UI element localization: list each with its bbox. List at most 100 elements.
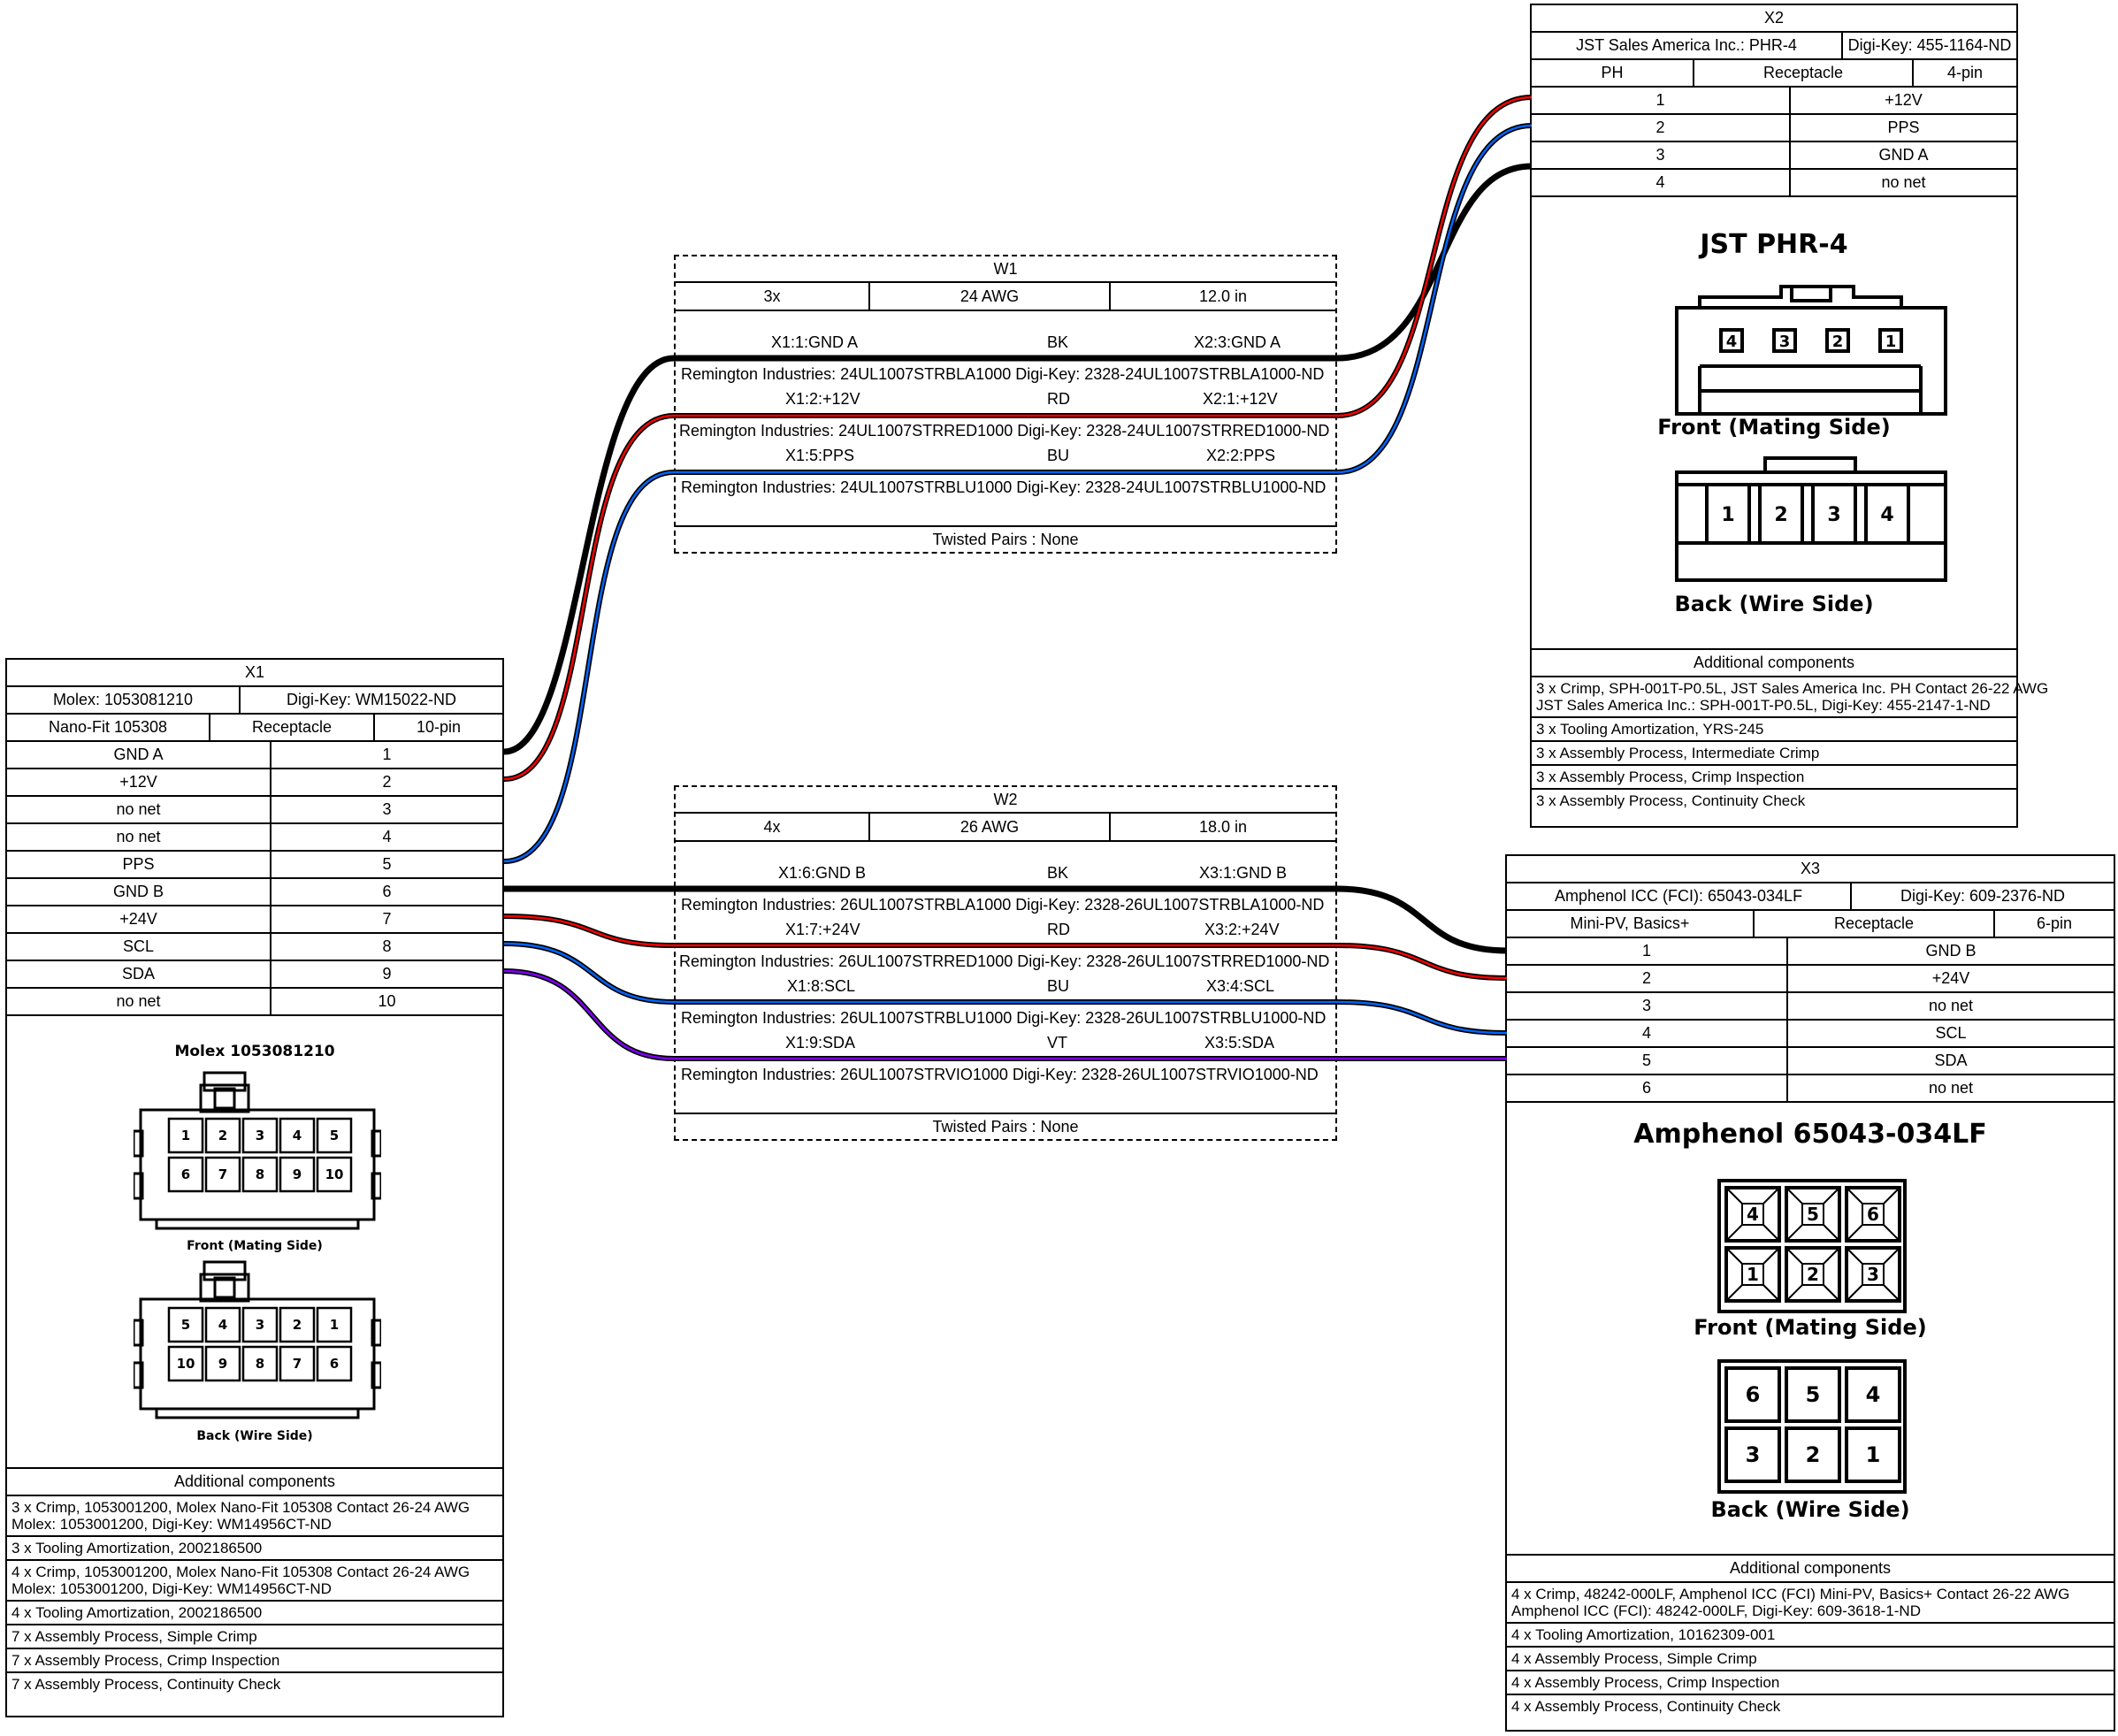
- x1-net: GND B: [7, 879, 271, 905]
- list-item: 3 x Crimp, SPH-001T-P0.5L, JST Sales Ame…: [1532, 677, 2048, 718]
- x3-pin: 3: [1507, 993, 1788, 1019]
- x1-back-pin: 2: [293, 1317, 302, 1333]
- x3-back-pin: 5: [1806, 1382, 1821, 1407]
- x2-image: JST PHR-4 4 3 2 1: [1532, 197, 2016, 650]
- x3-mfr: Amphenol ICC (FCI): 65043-034LF: [1507, 883, 1852, 909]
- list-item: 4 x Crimp, 1053001200, Molex Nano-Fit 10…: [7, 1561, 502, 1602]
- x1-back-pin: 4: [218, 1317, 227, 1333]
- connector-x3: X3 Amphenol ICC (FCI): 65043-034LF Digi-…: [1505, 854, 2115, 1732]
- x3-net: no net: [1928, 1079, 1974, 1097]
- connector-x1: X1 Molex: 1053081210 Digi-Key: WM15022-N…: [5, 658, 504, 1717]
- x2-additional-list: 3 x Crimp, SPH-001T-P0.5L, JST Sales Ame…: [1532, 677, 2048, 812]
- list-item: 3 x Tooling Amortization, YRS-245: [1532, 718, 2016, 742]
- x1-back-pin: 10: [177, 1356, 195, 1372]
- x1-front-pin: 10: [325, 1166, 344, 1182]
- x1-additional-list: 3 x Crimp, 1053001200, Molex Nano-Fit 10…: [7, 1496, 502, 1695]
- list-item: 4 x Assembly Process, Continuity Check: [1511, 1698, 1781, 1715]
- wire-w1-gnd-a: [503, 163, 1533, 755]
- x1-title: X1: [244, 663, 265, 681]
- list-item: 3 x Assembly Process, Intermediate Crimp: [1532, 742, 2016, 766]
- x1-net: SCL: [7, 934, 271, 960]
- wire-w1-12v: [503, 95, 1533, 782]
- x1-front-pin: 5: [330, 1128, 339, 1143]
- x2-pincount: 4-pin: [1946, 64, 1984, 81]
- x3-image-title: Amphenol 65043-034LF: [1633, 1119, 1987, 1150]
- x2-connector-drawing: 4 3 2 1 1 2 3 4: [1675, 285, 1947, 582]
- wire-w2-gnd-b: [504, 885, 1508, 954]
- x1-pin: 5: [382, 855, 392, 873]
- list-item: 3 x Tooling Amortization, 2002186500: [7, 1537, 502, 1561]
- w1-count: 3x: [676, 283, 870, 310]
- x1-pin: 3: [382, 800, 392, 818]
- x1-back-pin: 5: [181, 1317, 190, 1333]
- x1-front-pin: 1: [181, 1128, 190, 1143]
- x3-back-pin: 6: [1746, 1382, 1761, 1407]
- x1-net: SDA: [7, 961, 271, 987]
- w2-wire-color: BU: [1047, 977, 1070, 995]
- x1-pin: 9: [382, 965, 392, 983]
- w2-title: W2: [993, 790, 1018, 808]
- x2-title: X2: [1763, 9, 1785, 27]
- x3-net: SDA: [1934, 1052, 1968, 1069]
- x2-back-caption: Back (Wire Side): [1674, 592, 1874, 616]
- x1-back-pin: 7: [293, 1356, 302, 1372]
- w1-wire-part: Remington Industries: 24UL1007STRBLU1000…: [681, 478, 1327, 496]
- x3-pin: 1: [1507, 938, 1788, 964]
- x1-net: GND A: [7, 742, 271, 768]
- x2-back-pin: 3: [1827, 504, 1840, 526]
- x3-back-pin: 4: [1866, 1382, 1881, 1407]
- x3-front-pin: 1: [1747, 1264, 1759, 1285]
- x2-pin: 4: [1532, 170, 1791, 195]
- x1-series: Nano-Fit 105308: [7, 715, 210, 740]
- x1-additional-title: Additional components: [173, 1472, 336, 1490]
- w2-wire-part: Remington Industries: 26UL1007STRBLU1000…: [681, 1009, 1327, 1027]
- w2-wire-color: RD: [1047, 921, 1070, 938]
- x3-back-pin: 2: [1806, 1442, 1821, 1467]
- w1-wire-from: X1:1:GND A: [771, 333, 859, 351]
- w2-wire-from: X1:7:+24V: [785, 921, 860, 938]
- x1-image-title: Molex 1053081210: [174, 1043, 335, 1060]
- w2-wire-to: X3:2:+24V: [1204, 921, 1280, 938]
- x3-additional-list: 4 x Crimp, 48242-000LF, Amphenol ICC (FC…: [1507, 1583, 2114, 1717]
- x2-pin: 3: [1532, 142, 1791, 168]
- x1-digikey: Digi-Key: WM15022-ND: [286, 691, 457, 708]
- x1-connector-drawing: 1 2 3 4 5 6 7 8 9 10 5 4 3 2 1 10 9 8 7 …: [134, 1071, 381, 1419]
- list-item: 3 x Crimp, 1053001200, Molex Nano-Fit 10…: [7, 1496, 502, 1537]
- x2-front-pin: 3: [1779, 333, 1791, 351]
- x1-back-pin: 3: [256, 1317, 264, 1333]
- x1-front-pin: 7: [218, 1166, 227, 1182]
- w2-length: 18.0 in: [1198, 817, 1248, 836]
- x2-additional-title: Additional components: [1693, 654, 1855, 671]
- x3-digikey: Digi-Key: 609-2376-ND: [1900, 887, 2066, 905]
- w2-wire-to: X3:1:GND B: [1199, 864, 1288, 882]
- w1-wire-from: X1:2:+12V: [785, 390, 860, 408]
- x2-front-pin: 1: [1885, 333, 1897, 351]
- x2-front-pin: 2: [1832, 333, 1844, 351]
- x1-pin: 7: [382, 910, 392, 928]
- x3-front-pin: 6: [1867, 1204, 1879, 1225]
- w2-wire-part: Remington Industries: 26UL1007STRBLA1000…: [681, 896, 1325, 914]
- list-item: 7 x Assembly Process, Simple Crimp: [7, 1625, 502, 1649]
- x1-image: Molex 1053081210: [7, 1016, 502, 1469]
- w1-wire-to: X2:2:PPS: [1206, 447, 1276, 464]
- list-item: 4 x Assembly Process, Simple Crimp: [1507, 1648, 2114, 1671]
- x2-type: Receptacle: [1694, 60, 1914, 86]
- list-item: 7 x Assembly Process, Continuity Check: [11, 1676, 281, 1693]
- connector-x2: X2 JST Sales America Inc.: PHR-4 Digi-Ke…: [1530, 4, 2048, 828]
- wire-w2-sda: [503, 968, 1507, 1061]
- w1-twisted-pairs: Twisted Pairs : None: [676, 525, 1335, 552]
- wire-w2-24v: [503, 914, 1508, 981]
- x1-pin: 2: [382, 773, 392, 791]
- w1-wire-color: BU: [1047, 447, 1070, 464]
- x1-back-caption: Back (Wire Side): [196, 1429, 313, 1443]
- x3-back-pin: 3: [1746, 1442, 1761, 1467]
